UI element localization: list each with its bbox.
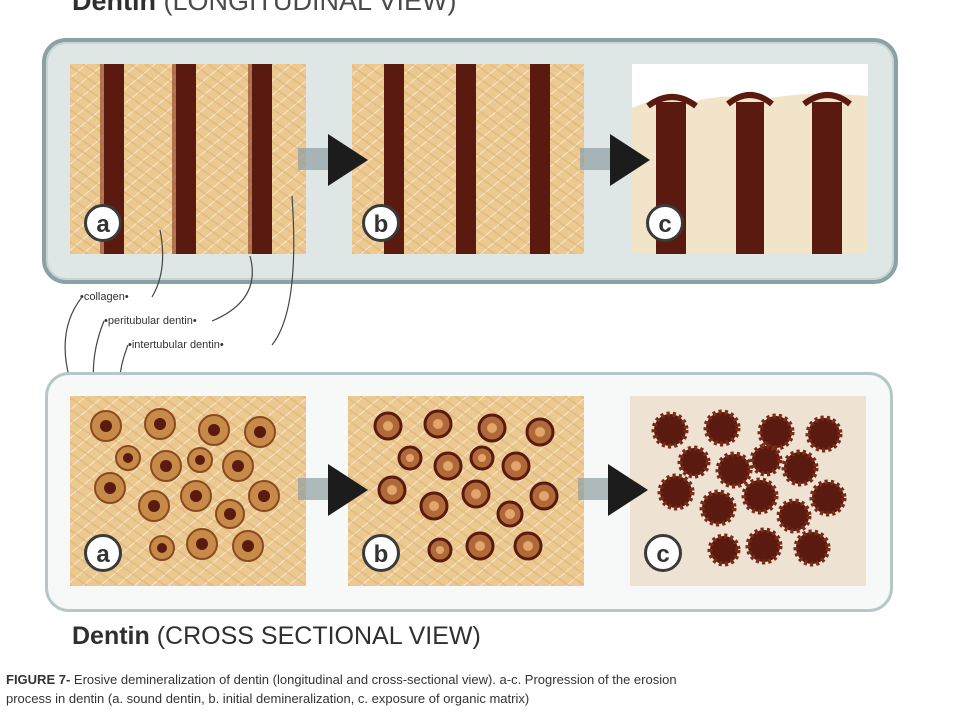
caption-figure-number: FIGURE 7- (6, 672, 71, 687)
label-peritubular-dentin: •peritubular dentin• (104, 315, 197, 327)
caption-line-2: process in dentin (a. sound dentin, b. i… (6, 691, 530, 706)
longitudinal-view-title: Dentin (LONGITUDINAL VIEW) (72, 0, 457, 16)
arrow-right-icon (298, 134, 368, 186)
stage-badge-b-bottom: b (362, 534, 400, 572)
cross-sectional-view-title: Dentin (CROSS SECTIONAL VIEW) (72, 619, 481, 653)
label-collagen: •collagen• (80, 291, 129, 303)
arrow-right-icon (578, 464, 648, 516)
arrow-right-icon (580, 134, 650, 186)
label-intertubular-dentin: •intertubular dentin• (128, 339, 224, 351)
longitudinal-tubules-a (100, 64, 272, 254)
stage-badge-a-top: a (84, 204, 122, 242)
caption-line-1: FIGURE 7- Erosive demineralization of de… (6, 670, 956, 689)
stage-badge-a-bottom: a (84, 534, 122, 572)
title-dentin-bold: Dentin (72, 0, 156, 16)
longitudinal-tubules-b (384, 64, 550, 254)
stage-badge-b-top: b (362, 204, 400, 242)
stage-badge-c-top: c (646, 204, 684, 242)
title-dentin-bold: Dentin (72, 622, 150, 650)
caption-line-1-text: Erosive demineralization of dentin (long… (73, 672, 677, 687)
cross-section-tubules-c (651, 409, 847, 567)
cross-section-tubules-a (90, 408, 280, 562)
figure-caption: FIGURE 7- Erosive demineralization of de… (6, 670, 956, 708)
stage-badge-c-bottom: c (644, 534, 682, 572)
cross-section-tile-c (630, 396, 866, 586)
title-view-name: (CROSS SECTIONAL VIEW) (156, 622, 481, 650)
title-view-name: (LONGITUDINAL VIEW) (163, 0, 457, 16)
arrow-right-icon (298, 464, 368, 516)
cross-section-tubules-b (373, 409, 559, 563)
